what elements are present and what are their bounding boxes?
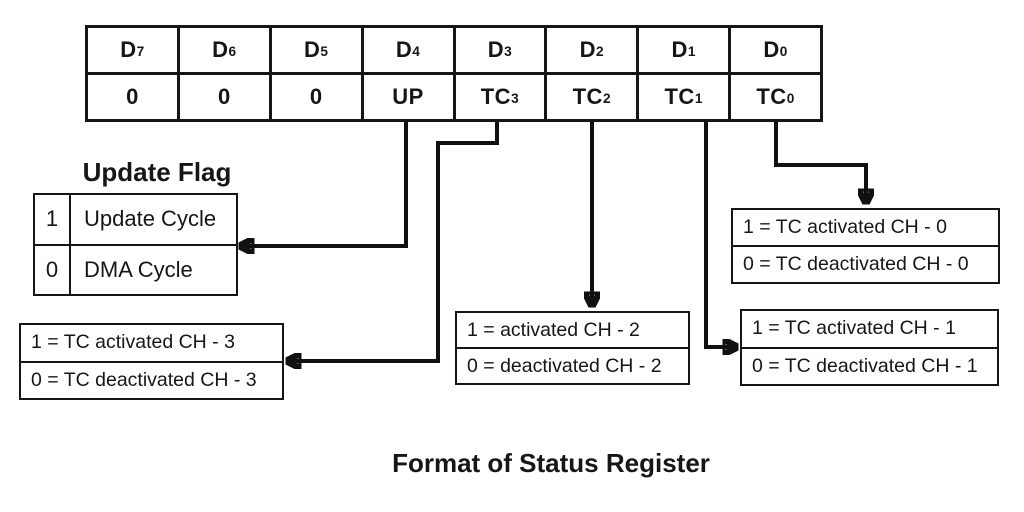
legend-box-ch0: 1 = TC activated CH - 0 0 = TC deactivat… bbox=[731, 208, 1000, 284]
legend-line: 0 = TC deactivated CH - 3 bbox=[31, 368, 257, 391]
update-flag-row-1: 1 Update Cycle bbox=[35, 195, 236, 246]
update-flag-meaning: Update Cycle bbox=[84, 206, 217, 232]
update-flag-table: 1 Update Cycle 0 DMA Cycle bbox=[33, 193, 238, 296]
legend-box-ch2: 1 = activated CH - 2 0 = deactivated CH … bbox=[455, 311, 690, 385]
bit-label: D bbox=[579, 37, 596, 62]
update-flag-row-0: 0 DMA Cycle bbox=[35, 245, 236, 294]
bit-value: TC bbox=[664, 84, 695, 109]
value-cell-d7: 0 bbox=[88, 75, 177, 119]
bit-value: 0 bbox=[126, 84, 139, 109]
legend-box-ch3: 1 = TC activated CH - 3 0 = TC deactivat… bbox=[19, 323, 284, 400]
bit-value: UP bbox=[392, 84, 424, 109]
bit-value: TC bbox=[756, 84, 787, 109]
update-flag-title: Update Flag bbox=[82, 157, 232, 187]
bit-value: TC bbox=[572, 84, 603, 109]
update-flag-value: 0 bbox=[35, 245, 71, 294]
legend-line: 1 = TC activated CH - 0 bbox=[733, 210, 998, 247]
bit-label: D bbox=[671, 37, 688, 62]
legend-line: 0 = deactivated CH - 2 bbox=[467, 354, 662, 377]
legend-line: 0 = TC deactivated CH - 1 bbox=[752, 354, 978, 377]
bit-label: D bbox=[487, 37, 505, 62]
update-flag-value: 1 bbox=[35, 195, 71, 244]
bit-label: D bbox=[212, 37, 229, 62]
bit-value: 0 bbox=[217, 84, 231, 109]
value-cell-d4: UP bbox=[360, 75, 453, 119]
diagram-caption: Format of Status Register bbox=[392, 448, 710, 478]
bit-value: 0 bbox=[309, 84, 323, 109]
legend-line: 1 = activated CH - 2 bbox=[457, 313, 688, 349]
value-cell-d5: 0 bbox=[268, 75, 361, 119]
bit-value: TC bbox=[480, 84, 512, 109]
bit-label: D bbox=[120, 37, 137, 62]
bit-label: D bbox=[395, 37, 413, 62]
value-cell-d6: 0 bbox=[176, 75, 269, 119]
connector-d4-to-update-flag bbox=[241, 122, 408, 246]
bit-label: D bbox=[763, 37, 780, 62]
update-flag-meaning: DMA Cycle bbox=[84, 256, 193, 282]
connector-d0-to-ch0-box bbox=[774, 122, 866, 202]
legend-box-ch1: 1 = TC activated CH - 1 0 = TC deactivat… bbox=[740, 309, 999, 386]
bit-label: D bbox=[303, 37, 321, 62]
legend-line: 0 = TC deactivated CH - 0 bbox=[743, 253, 969, 275]
legend-line: 1 = TC activated CH - 3 bbox=[21, 325, 282, 363]
legend-line: 1 = TC activated CH - 1 bbox=[742, 311, 997, 349]
